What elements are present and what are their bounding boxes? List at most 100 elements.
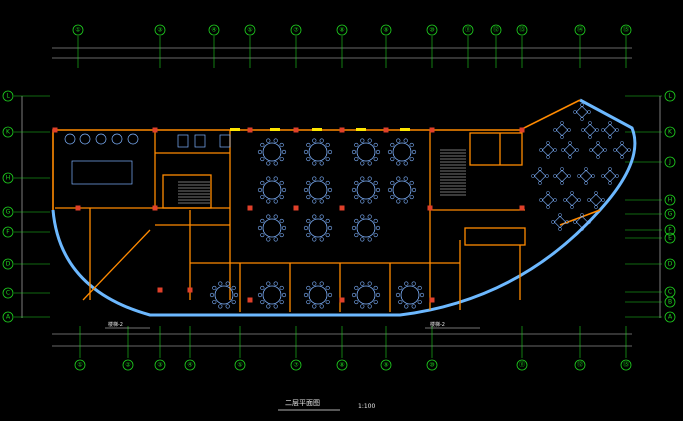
axis-label-bottom: ⑮ bbox=[623, 361, 629, 369]
column bbox=[152, 205, 158, 211]
axis-label-right: J bbox=[668, 159, 671, 166]
round-table bbox=[303, 138, 333, 166]
axis-label-left: A bbox=[6, 314, 11, 321]
axis-label-right: D bbox=[668, 261, 673, 268]
axis-bubble-right bbox=[664, 258, 676, 270]
axis-label-bottom: ⑨ bbox=[383, 362, 388, 369]
axis-label-top: ⑮ bbox=[623, 26, 629, 34]
square-table bbox=[561, 141, 579, 159]
square-table bbox=[601, 167, 619, 185]
axis-bubble-left bbox=[2, 226, 14, 238]
column bbox=[75, 205, 81, 211]
column bbox=[429, 297, 435, 303]
axis-bubble-left bbox=[2, 311, 14, 323]
axis-label-right: K bbox=[668, 129, 673, 136]
square-table bbox=[531, 167, 549, 185]
round-table bbox=[387, 138, 417, 166]
axis-label-left: G bbox=[6, 209, 11, 216]
axis-label-bottom: ⑧ bbox=[339, 362, 344, 369]
axis-label-top: ① bbox=[75, 27, 80, 34]
axis-bubble-left bbox=[2, 172, 14, 184]
axis-bubble-right bbox=[664, 208, 676, 220]
axis-bubble-top bbox=[244, 24, 256, 36]
axis-bubble-top bbox=[290, 24, 302, 36]
axis-bubble-top bbox=[380, 24, 392, 36]
axis-label-top: ③ bbox=[157, 27, 162, 34]
axis-bubble-bottom bbox=[184, 359, 196, 371]
axis-label-bottom: ⑦ bbox=[293, 362, 299, 369]
column bbox=[519, 127, 525, 133]
drawing-scale: 1:100 bbox=[358, 403, 375, 410]
axis-bubble-top bbox=[336, 24, 348, 36]
axis-bubble-left bbox=[2, 258, 14, 270]
round-table bbox=[209, 281, 239, 309]
stair-label-left: 楼梯-2 bbox=[108, 321, 123, 328]
column bbox=[152, 127, 158, 133]
column bbox=[52, 127, 58, 133]
axis-label-bottom: ① bbox=[77, 362, 82, 369]
drawing-title: 二层平面图 bbox=[285, 399, 320, 407]
axis-label-left: C bbox=[6, 290, 10, 297]
axis-bubble-left bbox=[2, 126, 14, 138]
axis-label-bottom: ⑫ bbox=[577, 361, 583, 369]
square-table bbox=[613, 141, 631, 159]
round-table bbox=[257, 214, 287, 242]
office-furniture bbox=[64, 133, 231, 185]
square-table bbox=[539, 141, 557, 159]
stair-label-right: 楼梯-2 bbox=[430, 321, 445, 328]
axis-bubble-right bbox=[664, 224, 676, 236]
round-table bbox=[257, 176, 287, 204]
axis-label-top: ⑩ bbox=[429, 27, 434, 34]
curved-glass-facade bbox=[51, 98, 637, 317]
square-table bbox=[577, 167, 595, 185]
column bbox=[293, 127, 299, 133]
axis-label-top: ⑬ bbox=[519, 26, 525, 34]
column bbox=[383, 127, 389, 133]
axis-bubble-right bbox=[664, 90, 676, 102]
axis-label-left: F bbox=[6, 229, 10, 236]
axis-bubble-bottom bbox=[516, 359, 528, 371]
axis-bubble-left bbox=[2, 206, 14, 218]
square-table bbox=[581, 121, 599, 139]
axis-label-right: L bbox=[668, 93, 672, 100]
column bbox=[339, 127, 345, 133]
axis-bubble-right bbox=[664, 126, 676, 138]
axis-label-bottom: ② bbox=[125, 362, 131, 369]
axis-label-bottom: ④ bbox=[187, 362, 192, 369]
column bbox=[429, 127, 435, 133]
interior-partitions bbox=[55, 130, 526, 312]
axis-bubble-right bbox=[664, 296, 676, 308]
structural-columns bbox=[52, 127, 525, 303]
axis-bubble-bottom bbox=[74, 359, 86, 371]
column bbox=[157, 287, 163, 293]
axis-bubble-bottom bbox=[620, 359, 632, 371]
axis-bubble-right bbox=[664, 194, 676, 206]
square-table bbox=[551, 213, 569, 231]
axis-bubble-bottom bbox=[290, 359, 302, 371]
column bbox=[339, 297, 345, 303]
round-table bbox=[257, 138, 287, 166]
column bbox=[247, 205, 253, 211]
axis-label-top: ⑦ bbox=[293, 27, 299, 34]
square-table bbox=[573, 213, 591, 231]
axis-label-right: H bbox=[668, 197, 673, 204]
axis-bubble-bottom bbox=[234, 359, 246, 371]
axis-label-right: F bbox=[668, 227, 672, 234]
axis-label-left: H bbox=[6, 175, 11, 182]
axis-label-top: ⑧ bbox=[339, 27, 344, 34]
axis-bubble-left bbox=[2, 287, 14, 299]
axis-label-top: ⑤ bbox=[247, 27, 252, 34]
axis-bubble-top bbox=[490, 24, 502, 36]
axis-label-top: ⑫ bbox=[493, 26, 499, 34]
axis-bubble-top bbox=[72, 24, 84, 36]
column bbox=[293, 205, 299, 211]
axis-label-bottom: ⑤ bbox=[237, 362, 242, 369]
exterior-wall bbox=[52, 99, 601, 226]
round-table bbox=[351, 138, 381, 166]
square-table bbox=[553, 121, 571, 139]
axis-label-left: K bbox=[6, 129, 11, 136]
square-table bbox=[553, 167, 571, 185]
axis-bubble-top bbox=[154, 24, 166, 36]
axis-label-top: ⑪ bbox=[465, 26, 471, 34]
axis-label-right: E bbox=[668, 235, 672, 242]
